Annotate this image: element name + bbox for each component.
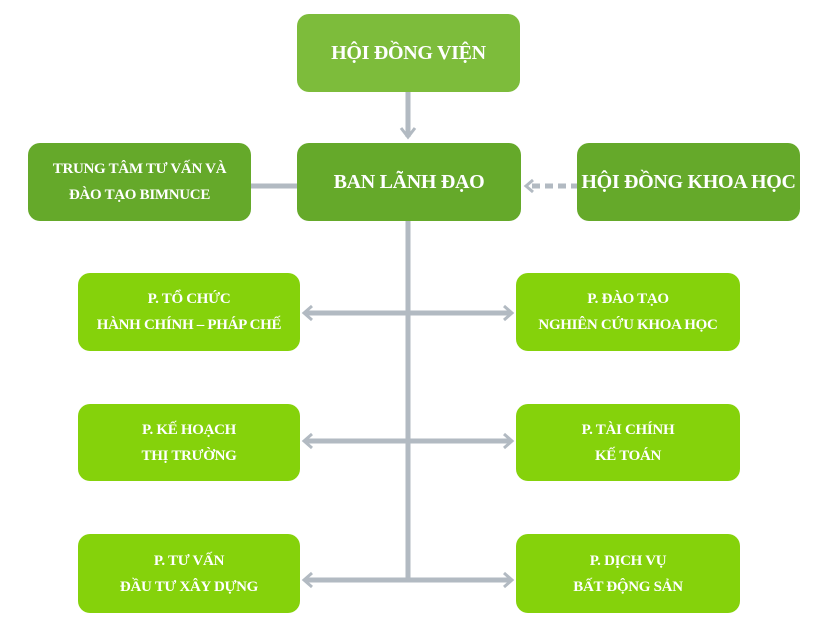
department-line2: THỊ TRƯỜNG <box>141 447 237 464</box>
arrowhead <box>503 304 515 322</box>
arrowhead <box>503 432 515 450</box>
node-label: HỘI ĐỒNG KHOA HỌC <box>581 170 796 193</box>
department-line2: ĐẦU TƯ XÂY DỰNG <box>119 578 259 595</box>
node-label: HỘI ĐỒNG VIỆN <box>331 41 486 64</box>
department-line2: BẤT ĐỘNG SẢN <box>573 578 683 595</box>
department-line2: KẾ TOÁN <box>594 447 662 464</box>
arrowhead <box>301 432 313 450</box>
arrowhead-down <box>399 127 417 140</box>
arrowhead <box>301 304 313 322</box>
department-node: P. TÀI CHÍNH KẾ TOÁN <box>516 404 740 481</box>
node-science-council: HỘI ĐỒNG KHOA HỌC <box>577 143 800 221</box>
node-label-line2: ĐÀO TẠO BIMNUCE <box>68 187 211 203</box>
department-node: P. DỊCH VỤ BẤT ĐỘNG SẢN <box>516 534 740 613</box>
department-line1: P. DỊCH VỤ <box>589 552 667 569</box>
department-line1: P. TỔ CHỨC <box>147 291 231 307</box>
department-line1: P. TƯ VẤN <box>153 552 225 569</box>
department-node: P. ĐÀO TẠO NGHIÊN CỨU KHOA HỌC <box>516 273 740 351</box>
department-node: P. TƯ VẤN ĐẦU TƯ XÂY DỰNG <box>78 534 300 613</box>
department-line1: P. ĐÀO TẠO <box>587 291 669 307</box>
department-line1: P. TÀI CHÍNH <box>581 421 675 438</box>
arrowhead <box>503 571 515 589</box>
department-node: P. KẾ HOẠCH THỊ TRƯỜNG <box>78 404 300 481</box>
department-node: P. TỔ CHỨC HÀNH CHÍNH – PHÁP CHẾ <box>78 273 300 351</box>
node-ban-lanh-dao: BAN LÃNH ĐẠO <box>297 143 521 221</box>
department-line2: HÀNH CHÍNH – PHÁP CHẾ <box>96 317 282 333</box>
arrowhead <box>301 571 313 589</box>
arrowhead-left <box>523 178 534 194</box>
node-hoi-dong-vien: HỘI ĐỒNG VIỆN <box>297 14 520 92</box>
department-line2: NGHIÊN CỨU KHOA HỌC <box>538 317 718 333</box>
department-line1: P. KẾ HOẠCH <box>141 421 237 438</box>
node-training-center: TRUNG TÂM TƯ VẤN VÀ ĐÀO TẠO BIMNUCE <box>28 143 251 221</box>
node-label-line1: TRUNG TÂM TƯ VẤN VÀ <box>52 161 227 177</box>
node-label: BAN LÃNH ĐẠO <box>333 170 485 193</box>
